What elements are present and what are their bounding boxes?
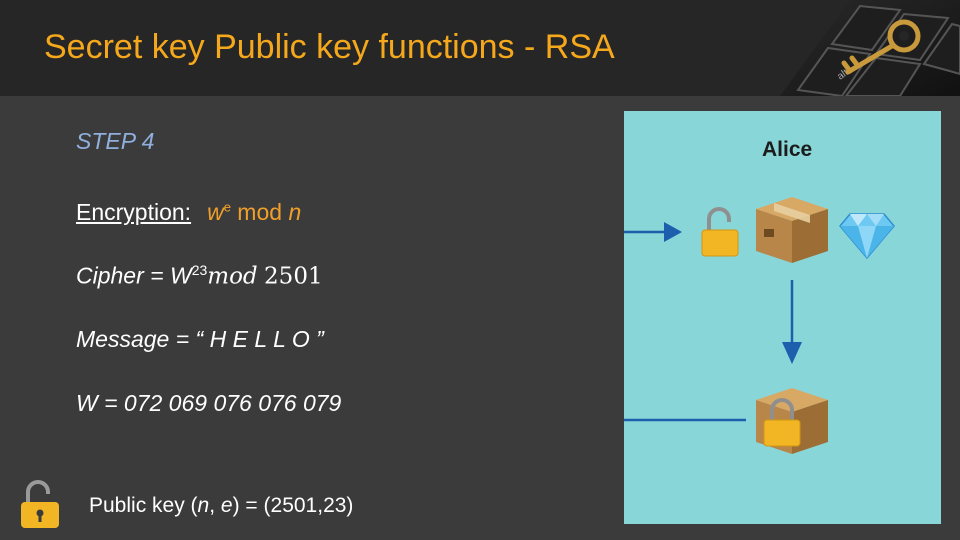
alice-label: Alice bbox=[762, 138, 813, 161]
diagram-arrows bbox=[624, 222, 802, 422]
encryption-line: Encryption: we mod n bbox=[76, 199, 301, 226]
page-title: Secret key Public key functions - RSA bbox=[44, 28, 615, 66]
cipher-exponent: 23 bbox=[191, 262, 208, 278]
encryption-formula: we mod n bbox=[207, 199, 302, 225]
incoming-arrow bbox=[624, 222, 682, 242]
cipher-label: Cipher = W bbox=[76, 262, 192, 289]
alice-diagram-panel bbox=[624, 111, 941, 524]
w-value-line: W = 072 069 076 076 079 bbox=[76, 390, 342, 416]
keyboard-key-image: alt bbox=[780, 0, 960, 96]
diamond-icon bbox=[839, 213, 895, 260]
open-padlock-icon bbox=[701, 207, 739, 257]
cipher-modulus: 2501 bbox=[264, 263, 323, 290]
open-padlock-icon bbox=[21, 480, 59, 528]
step-label: STEP 4 bbox=[76, 128, 155, 154]
public-key-text: Public key (n, e) = (2501,23) bbox=[89, 494, 354, 517]
cipher-line: Cipher = W23mod 2501 bbox=[76, 262, 323, 290]
package-icon bbox=[756, 197, 828, 263]
encryption-label: Encryption: bbox=[76, 199, 192, 225]
locked-package-icon bbox=[756, 388, 828, 454]
cipher-mod: mod bbox=[207, 263, 258, 290]
down-arrow bbox=[782, 280, 802, 364]
key-icon bbox=[841, 19, 921, 75]
message-line: Message = “ H E L L O ” bbox=[76, 326, 324, 352]
